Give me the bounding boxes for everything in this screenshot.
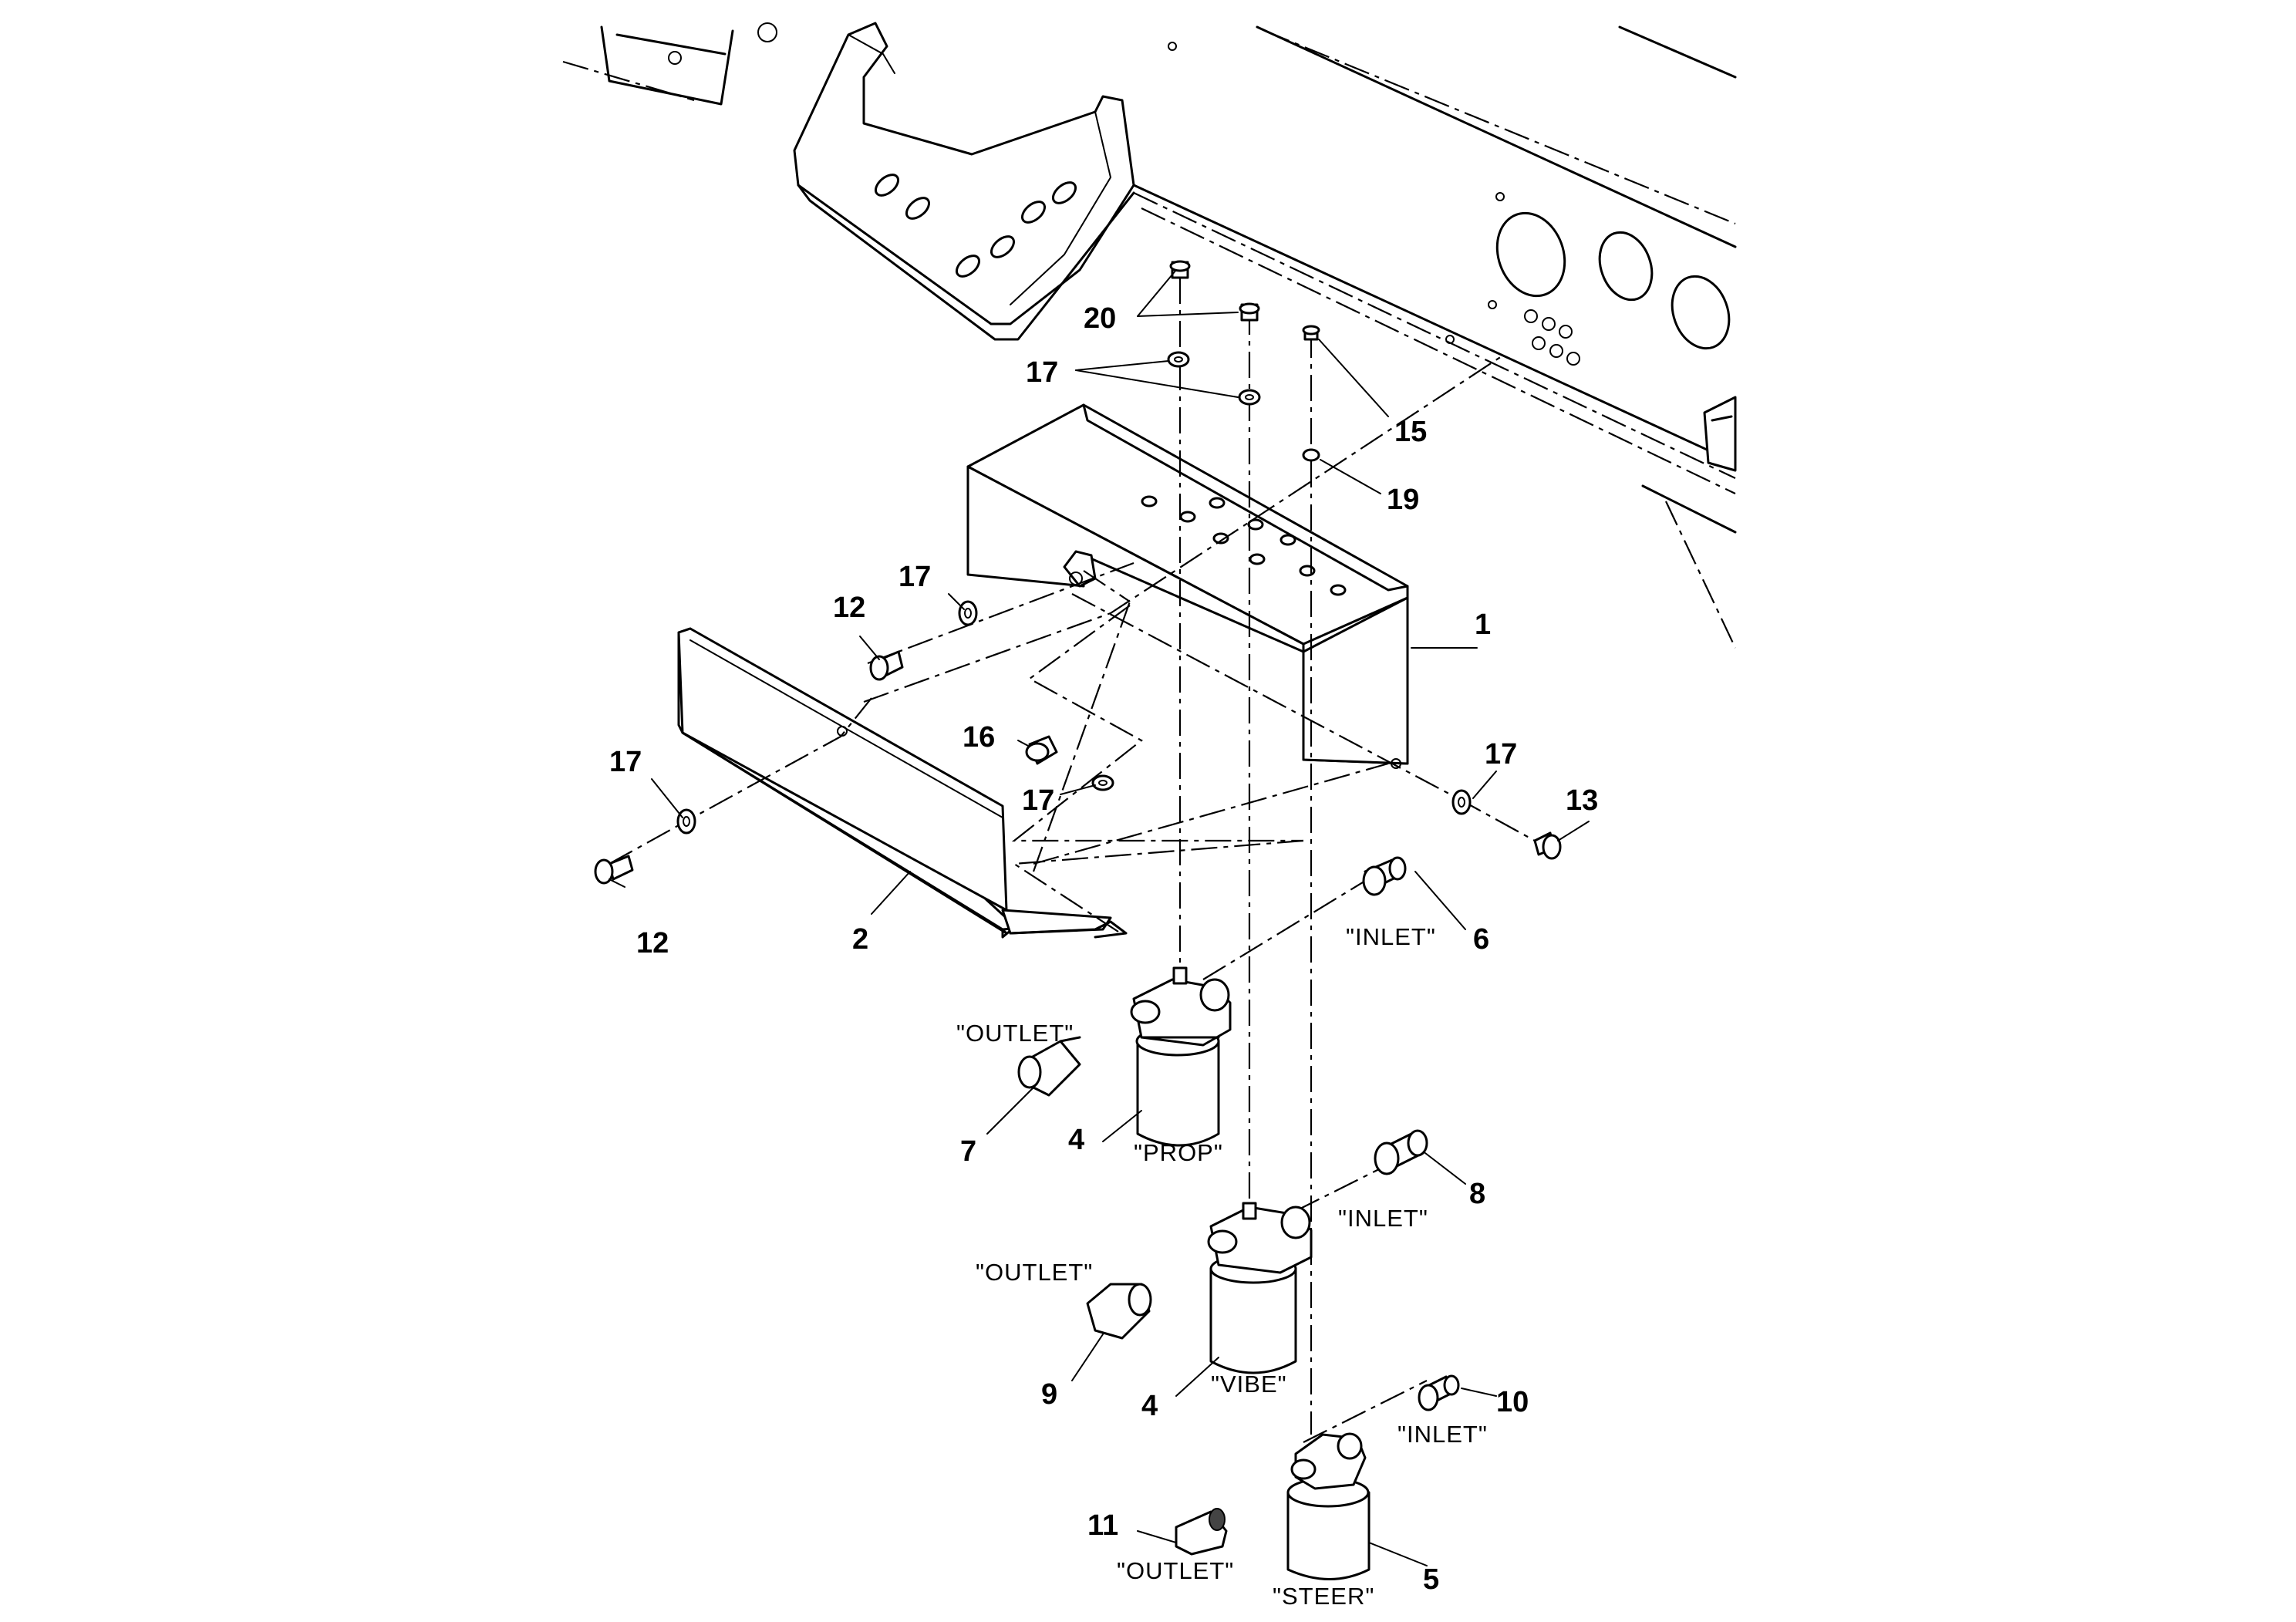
callout-11: 11 [1087,1509,1118,1542]
callout-8: 8 [1469,1178,1485,1210]
callout-13-item: 13 [1566,784,1598,817]
label-outlet-vibe: "OUTLET" [976,1259,1093,1286]
filter-vibe [1207,1202,1313,1374]
callout-numbers: 20 17 15 19 1 17 12 16 17 17 12 2 17 16 … [609,302,1529,1596]
callout-7: 7 [960,1135,976,1168]
machine-frame [562,22,1737,649]
callout-2: 2 [852,923,868,956]
callout-16: 16 [963,721,995,754]
cover-part-1 [966,403,1409,769]
callout-12-lower: 12 [636,927,669,959]
callout-6: 6 [1473,923,1489,956]
label-inlet-vibe: "INLET" [1338,1205,1428,1232]
filter-steer [1286,1432,1371,1580]
callout-1: 1 [1475,609,1491,641]
tray-part-2 [677,627,1128,939]
leader-lines [609,269,1590,1566]
label-prop: "PROP" [1134,1139,1223,1166]
callout-4-vibe: 4 [1141,1390,1158,1422]
callout-17-upper-left: 17 [899,561,931,593]
callout-17-left: 17 [609,746,642,778]
callout-4-prop: 4 [1068,1124,1084,1156]
callout-10: 10 [1496,1386,1529,1418]
filter-prop [1130,966,1232,1147]
callout-5: 5 [1423,1563,1439,1596]
callout-17-mid: 17 [1022,784,1054,817]
callout-17-right: 17 [1485,738,1517,771]
callout-20: 20 [1084,302,1116,335]
callout-12-upper: 12 [833,592,865,624]
port-labels: "INLET" "OUTLET" "PROP" "INLET" "OUTLET"… [956,923,1488,1610]
fittings [1017,856,1460,1556]
label-vibe: "VIBE" [1211,1371,1287,1398]
hardware [594,260,1562,885]
label-steer: "STEER" [1273,1583,1374,1610]
callout-9: 9 [1041,1378,1057,1411]
callout-15: 15 [1394,416,1427,448]
label-outlet-prop: "OUTLET" [956,1020,1074,1047]
label-inlet-steer: "INLET" [1397,1421,1488,1448]
callout-19: 19 [1387,484,1419,516]
label-outlet-steer: "OUTLET" [1117,1557,1234,1584]
callout-17-top: 17 [1026,356,1058,389]
label-inlet-prop: "INLET" [1346,923,1436,950]
